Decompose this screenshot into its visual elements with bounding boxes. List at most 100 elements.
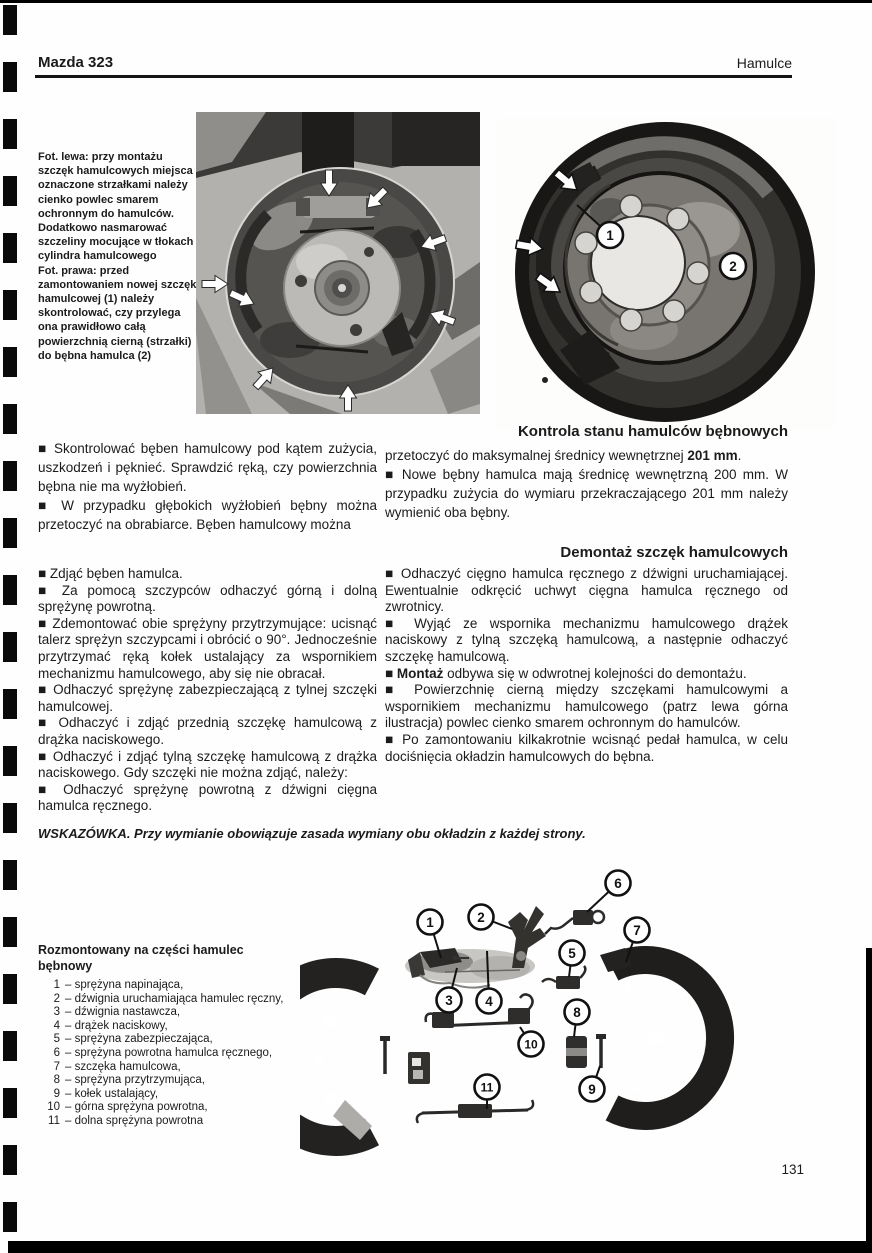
parts-legend-items: 1 – sprężyna napinająca, 2 – dźwignia uruch… bbox=[38, 979, 288, 1129]
callout-circle bbox=[718, 251, 748, 281]
photo-brake-drum: 12 bbox=[497, 118, 837, 428]
section2-right-column: ■ Odhaczyć cięgno hamulca ręcznego z dźw… bbox=[385, 566, 788, 765]
callout-circle bbox=[517, 1030, 545, 1058]
binding-marks bbox=[3, 5, 17, 1237]
part-number: 5 bbox=[53, 1033, 60, 1046]
section-heading-shoe-removal: Demontaż szczęk hamulcowych bbox=[560, 544, 788, 561]
parts-legend-item: 3 – dźwignia nastawcza, bbox=[38, 1006, 288, 1020]
paragraph: ■ Nowe bębny hamulca mają średnicę wewnę… bbox=[385, 467, 788, 520]
parts-legend-item: 5 – sprężyna zabezpieczająca, bbox=[38, 1033, 288, 1047]
parts-legend-item: 6 – sprężyna powrotna hamulca ręcznego, bbox=[38, 1047, 288, 1061]
photo-brake-assembly bbox=[196, 112, 480, 414]
part-number: 1 bbox=[53, 979, 60, 991]
parts-legend-item: 9 – kołek ustalający, bbox=[38, 1088, 288, 1102]
parts-legend-item: 2 – dźwignia uruchamiająca hamulec ręczny… bbox=[38, 993, 288, 1007]
callout-circle bbox=[558, 939, 586, 967]
caption-left-photo: Fot. lewa: przy montażu szczęk hamulcowy… bbox=[38, 151, 194, 263]
part-label: – drążek naciskowy, bbox=[65, 1019, 168, 1032]
paragraph: ■ Wyjąć ze wspornika mechanizmu hamulcow… bbox=[385, 615, 788, 664]
callout-circle bbox=[578, 1075, 606, 1103]
page-number: 131 bbox=[781, 1162, 804, 1177]
callout-number: 11 bbox=[481, 1080, 494, 1094]
callout-circle bbox=[467, 903, 495, 931]
part-label: – szczęka hamulcowa, bbox=[65, 1060, 181, 1073]
exploded-diagram-drum-brake: 1 2 3 4 5 6 7 8 9 10 11 bbox=[300, 869, 735, 1156]
header-chapter-title: Hamulce bbox=[736, 55, 792, 71]
part-label: – górna sprężyna powrotna, bbox=[65, 1101, 208, 1114]
paragraph: ■ Odhaczyć sprężynę zabezpieczającą z ty… bbox=[38, 682, 377, 714]
callout-number: 6 bbox=[614, 876, 622, 891]
part-number: 3 bbox=[53, 1006, 60, 1019]
part-number: 9 bbox=[53, 1087, 60, 1100]
photo-callouts: 12 bbox=[576, 204, 748, 281]
callout-circle bbox=[435, 986, 463, 1014]
callout-number: 2 bbox=[729, 259, 737, 274]
callout-number: 5 bbox=[568, 946, 576, 961]
bottom-edge-bar bbox=[8, 1241, 872, 1253]
header-model-title: Mazda 323 bbox=[38, 54, 114, 71]
callout-number: 1 bbox=[606, 228, 614, 243]
part-label: – sprężyna zabezpieczająca, bbox=[65, 1033, 213, 1046]
paragraph: ■ Montaż odbywa się w odwrotnej kolejnoś… bbox=[385, 665, 747, 681]
part-label: – kołek ustalający, bbox=[65, 1087, 159, 1100]
part-number: 10 bbox=[47, 1101, 60, 1114]
callout-circle bbox=[623, 916, 651, 944]
part-label: – dźwignia uruchamiająca hamulec ręczny, bbox=[65, 992, 284, 1005]
paragraph: ■ Odhaczyć i zdjąć tylną szczękę hamulco… bbox=[38, 748, 377, 781]
paragraph: ■ Powierzchnię cierną między szczękami h… bbox=[385, 682, 788, 731]
part-number: 2 bbox=[53, 992, 60, 1005]
callout-number: 8 bbox=[573, 1005, 581, 1020]
diagram-callouts: 1 2 3 4 5 6 7 8 9 10 11 bbox=[416, 869, 651, 1109]
part-number: 8 bbox=[53, 1074, 60, 1087]
section1-left-column: ■ Skontrolować bęben hamulcowy pod kątem… bbox=[38, 439, 377, 534]
page-edge-line bbox=[866, 948, 872, 1243]
parts-legend: Rozmontowany na części hamulec bębnowy 1… bbox=[38, 942, 288, 1129]
parts-legend-item: 1 – sprężyna napinająca, bbox=[38, 979, 288, 993]
tip-note: WSKAZÓWKA. Przy wymianie obowiązuje zasa… bbox=[38, 826, 586, 841]
callout-circle bbox=[473, 1073, 501, 1101]
part-label: – sprężyna napinająca, bbox=[65, 979, 184, 991]
callout-circle bbox=[475, 987, 503, 1015]
paragraph: przetoczyć do maksymalnej średnicy wewnę… bbox=[385, 448, 742, 463]
paragraph: ■ W przypadku głębokich wyżłobień bębny … bbox=[38, 498, 377, 532]
callout-number: 9 bbox=[588, 1082, 596, 1097]
paragraph: ■ Za pomocą szczypców odhaczyć górną i d… bbox=[38, 582, 377, 615]
part-number: 11 bbox=[48, 1114, 60, 1127]
part-label: – sprężyna powrotna hamulca ręcznego, bbox=[65, 1046, 273, 1059]
part-number: 4 bbox=[53, 1019, 60, 1032]
callout-circle bbox=[563, 998, 591, 1026]
callout-number: 1 bbox=[426, 915, 434, 930]
section-heading-drum-inspection: Kontrola stanu hamulców bębnowych bbox=[517, 423, 788, 440]
callout-circle bbox=[604, 869, 632, 897]
callout-number: 10 bbox=[524, 1037, 538, 1051]
parts-legend-item: 8 – sprężyna przytrzymująca, bbox=[38, 1074, 288, 1088]
top-edge-bar bbox=[0, 0, 872, 3]
parts-legend-item: 10 – górna sprężyna powrotna, bbox=[38, 1101, 288, 1115]
parts-legend-title: Rozmontowany na części hamulec bębnowy bbox=[38, 943, 244, 973]
callout-number: 7 bbox=[633, 923, 641, 938]
parts-legend-item: 4 – drążek naciskowy, bbox=[38, 1020, 288, 1034]
callout-number: 3 bbox=[445, 993, 453, 1008]
paragraph: ■ Odhaczyć cięgno hamulca ręcznego z dźw… bbox=[385, 566, 788, 615]
paragraph: ■ Po zamontowaniu kilkakrotnie wcisnąć p… bbox=[385, 731, 788, 764]
part-label: – dźwignia nastawcza, bbox=[65, 1006, 181, 1019]
paragraph: ■ Skontrolować bęben hamulcowy pod kątem… bbox=[38, 441, 377, 494]
paragraph: ■ Zdemontować obie sprężyny przytrzymują… bbox=[38, 615, 377, 681]
paragraph: ■ Odhaczyć i zdjąć przednią szczękę hamu… bbox=[38, 715, 377, 747]
part-label: – sprężyna przytrzymująca, bbox=[65, 1074, 205, 1087]
callout-number: 4 bbox=[485, 994, 493, 1009]
wheel-bolt-holes bbox=[574, 194, 710, 332]
parts-legend-item: 7 – szczęka hamulcowa, bbox=[38, 1061, 288, 1075]
parts-legend-item: 11 – dolna sprężyna powrotna bbox=[38, 1115, 288, 1129]
header-rule bbox=[35, 75, 792, 78]
part-number: 7 bbox=[53, 1060, 60, 1073]
callout-number: 2 bbox=[477, 910, 485, 925]
paragraph: ■ Zdjąć bęben hamulca. bbox=[38, 566, 183, 581]
photo-caption: Fot. lewa: przy montażu szczęk hamulcowy… bbox=[38, 150, 200, 363]
part-label: – dolna sprężyna powrotna bbox=[65, 1114, 204, 1127]
paragraph: ■ Odhaczyć sprężynę powrotną z dźwigni c… bbox=[38, 781, 377, 814]
callout-circle bbox=[595, 220, 625, 250]
part-number: 6 bbox=[53, 1046, 60, 1059]
section2-left-column: ■ Zdjąć bęben hamulca.■ Za pomocą szczyp… bbox=[38, 566, 377, 815]
